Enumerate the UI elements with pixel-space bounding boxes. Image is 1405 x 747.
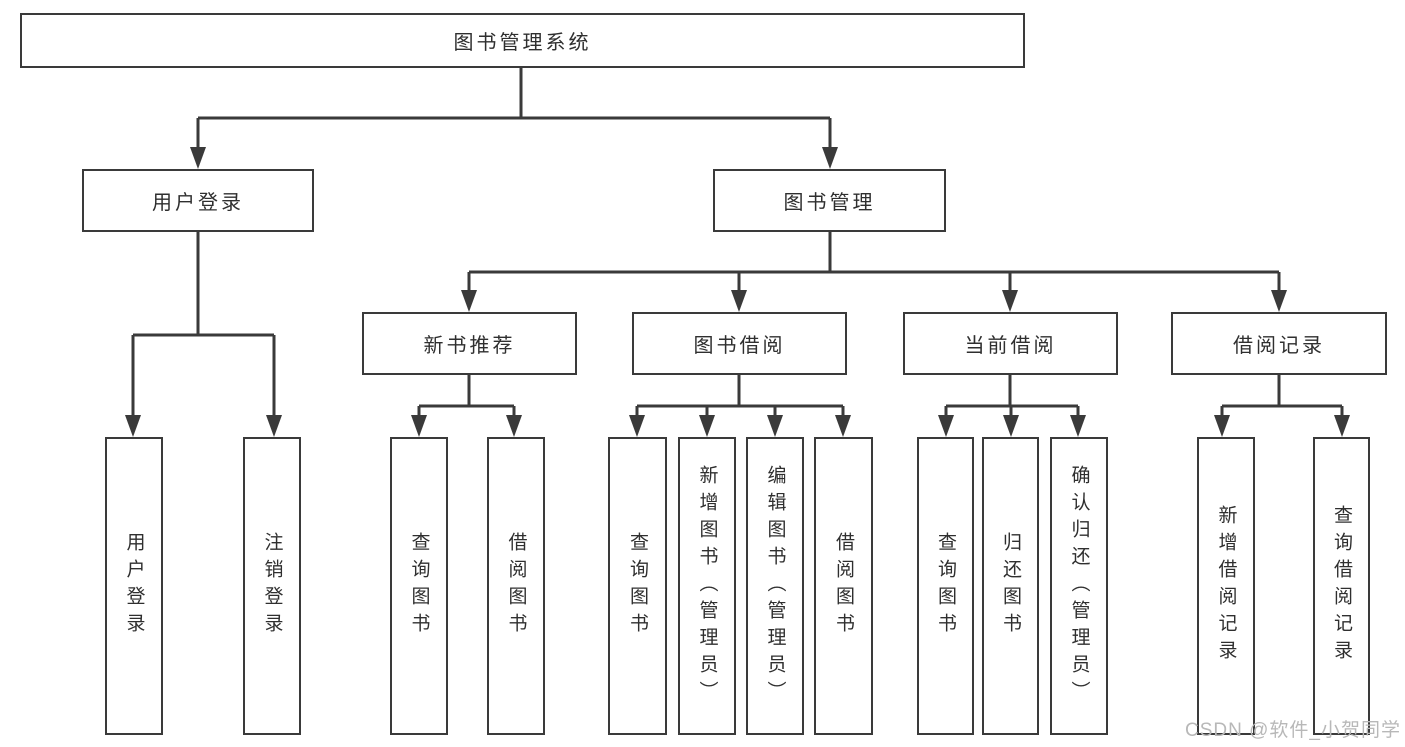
node-user-login-label: 用户登录 [152, 192, 244, 214]
leaf-user-login-label: 用户登录 [123, 532, 145, 640]
leaf-query-books-1: 查询图书 [390, 437, 448, 735]
leaf-query-books-3: 查询图书 [917, 437, 974, 735]
node-root: 图书管理系统 [20, 13, 1025, 68]
leaf-confirm-return-admin: 确认归还（管理员） [1050, 437, 1108, 735]
leaf-query-books-1-label: 查询图书 [408, 532, 430, 640]
node-current-borrow-label: 当前借阅 [964, 335, 1057, 357]
leaf-user-login: 用户登录 [105, 437, 163, 735]
arrowheads [125, 147, 1350, 437]
leaf-add-book-admin: 新增图书（管理员） [678, 437, 736, 735]
watermark: CSDN @软件_小贺同学 [1185, 720, 1401, 741]
leaf-query-borrow-record-label: 查询借阅记录 [1331, 505, 1352, 667]
leaf-confirm-return-admin-label: 确认归还（管理员） [1068, 464, 1090, 708]
leaf-borrow-books-1-label: 借阅图书 [505, 532, 527, 640]
leaf-edit-book-admin-label: 编辑图书（管理员） [764, 464, 786, 708]
node-borrow-records-label: 借阅记录 [1233, 335, 1325, 357]
leaf-edit-book-admin: 编辑图书（管理员） [746, 437, 804, 735]
node-current-borrow: 当前借阅 [903, 312, 1118, 375]
leaf-query-borrow-record: 查询借阅记录 [1313, 437, 1370, 735]
leaf-query-books-3-label: 查询图书 [935, 532, 956, 640]
node-book-management-label: 图书管理 [783, 192, 876, 214]
node-new-book-recommend: 新书推荐 [362, 312, 577, 375]
leaf-logout: 注销登录 [243, 437, 301, 735]
leaf-logout-label: 注销登录 [261, 532, 283, 640]
tree-edges [131, 68, 1344, 420]
leaf-add-book-admin-label: 新增图书（管理员） [696, 464, 718, 708]
node-root-label: 图书管理系统 [453, 32, 592, 54]
leaf-return-book: 归还图书 [982, 437, 1039, 735]
leaf-query-books-2: 查询图书 [608, 437, 667, 735]
leaf-return-book-label: 归还图书 [1000, 532, 1021, 640]
leaf-borrow-books-2: 借阅图书 [814, 437, 873, 735]
leaf-add-borrow-record: 新增借阅记录 [1197, 437, 1255, 735]
leaf-add-borrow-record-label: 新增借阅记录 [1215, 505, 1237, 667]
node-new-book-recommend-label: 新书推荐 [423, 335, 516, 357]
node-book-management: 图书管理 [713, 169, 946, 232]
node-book-borrow: 图书借阅 [632, 312, 847, 375]
node-borrow-records: 借阅记录 [1171, 312, 1387, 375]
leaf-borrow-books-2-label: 借阅图书 [833, 532, 854, 640]
node-book-borrow-label: 图书借阅 [693, 335, 786, 357]
leaf-borrow-books-1: 借阅图书 [487, 437, 545, 735]
node-user-login: 用户登录 [82, 169, 314, 232]
leaf-query-books-2-label: 查询图书 [627, 532, 648, 640]
